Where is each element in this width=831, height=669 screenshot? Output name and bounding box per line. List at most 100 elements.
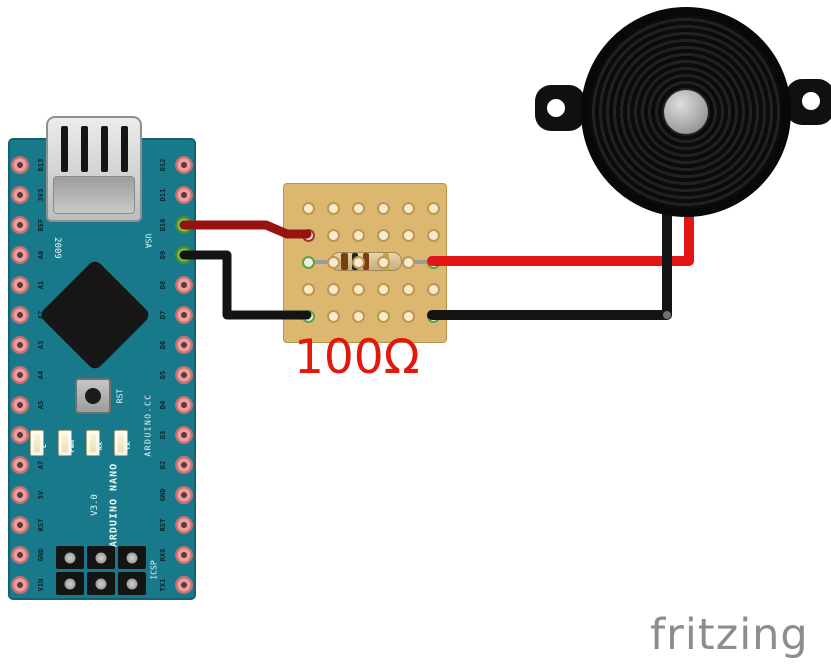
pin-left-D13[interactable]	[11, 156, 29, 174]
pin-right-D8[interactable]	[175, 276, 193, 294]
pin-left-GND[interactable]	[11, 546, 29, 564]
pin-left-A6[interactable]	[11, 426, 29, 444]
perfboard-hole	[301, 309, 315, 323]
usb-contact	[61, 126, 68, 172]
pin-left-A7[interactable]	[11, 456, 29, 474]
pin-left-REF[interactable]	[11, 216, 29, 234]
perfboard-hole	[376, 309, 390, 323]
perfboard-hole	[376, 201, 390, 215]
perfboard-hole	[401, 228, 415, 242]
pin-label-right-D5: D5	[159, 370, 167, 380]
pin-left-A0[interactable]	[11, 246, 29, 264]
perfboard-hole	[426, 282, 440, 296]
pin-right-D10[interactable]	[175, 216, 193, 234]
pin-left-A3[interactable]	[11, 336, 29, 354]
pin-right-D11[interactable]	[175, 186, 193, 204]
wire-red-perfboard-to-buzzer[interactable]	[427, 208, 694, 266]
perfboard-hole	[351, 201, 365, 215]
icsp-pin	[56, 546, 84, 569]
buzzer-center-cap	[664, 90, 708, 134]
pin-left-5V[interactable]	[11, 486, 29, 504]
silkscreen-country: USA	[143, 233, 153, 249]
icsp-pin	[56, 572, 84, 595]
perfboard-hole	[401, 309, 415, 323]
pin-left-A2[interactable]	[11, 306, 29, 324]
wire-joint	[663, 311, 671, 319]
perfboard-hole	[426, 309, 440, 323]
pin-right-D5[interactable]	[175, 366, 193, 384]
led-L	[30, 430, 44, 456]
pin-left-VIN[interactable]	[11, 576, 29, 594]
pin-label-left-GND: GND	[37, 548, 45, 562]
pin-label-right-D2: D2	[159, 460, 167, 470]
pin-left-A1[interactable]	[11, 276, 29, 294]
perfboard-hole	[326, 228, 340, 242]
pin-right-GND[interactable]	[175, 486, 193, 504]
wire-black-perfboard-to-buzzer[interactable]	[427, 208, 672, 320]
buzzer[interactable]	[581, 7, 791, 217]
perfboard-hole	[401, 201, 415, 215]
led-label-PWR: PWR	[68, 439, 76, 453]
pin-label-right-D3: D3	[159, 430, 167, 440]
pin-label-right-D8: D8	[159, 280, 167, 290]
perfboard-hole	[376, 282, 390, 296]
buzzer-mount-tab-right	[786, 79, 831, 125]
pin-right-RST[interactable]	[175, 516, 193, 534]
pin-right-RX0[interactable]	[175, 546, 193, 564]
pin-right-D6[interactable]	[175, 336, 193, 354]
usb-contact	[101, 126, 108, 172]
perfboard[interactable]	[283, 183, 447, 343]
perfboard-hole	[351, 255, 365, 269]
usb-connector	[46, 116, 142, 222]
perfboard-hole	[426, 228, 440, 242]
icsp-pin	[118, 546, 146, 569]
pin-label-right-D12: D12	[159, 158, 167, 172]
reset-button[interactable]	[75, 378, 111, 414]
perfboard-hole	[401, 255, 415, 269]
perfboard-hole	[326, 282, 340, 296]
silkscreen-version: V3.0	[90, 494, 100, 516]
pin-left-A5[interactable]	[11, 396, 29, 414]
silkscreen-icsp-label: ICSP	[149, 560, 159, 580]
perfboard-hole	[326, 255, 340, 269]
icsp-header	[56, 546, 146, 595]
pin-label-right-TX1: TX1	[159, 578, 167, 592]
perfboard-hole	[401, 282, 415, 296]
pin-left-3V3[interactable]	[11, 186, 29, 204]
pin-left-A4[interactable]	[11, 366, 29, 384]
pin-right-D3[interactable]	[175, 426, 193, 444]
perfboard-hole	[376, 228, 390, 242]
pin-label-right-D10: D10	[159, 218, 167, 232]
icsp-pin	[118, 572, 146, 595]
resistor-lead-right	[400, 260, 434, 264]
resistor[interactable]	[330, 252, 402, 271]
perfboard-hole	[326, 201, 340, 215]
perfboard-hole	[351, 228, 365, 242]
silkscreen-year: 2009	[52, 237, 62, 259]
resistor-band	[363, 253, 369, 270]
pin-right-D9[interactable]	[175, 246, 193, 264]
pin-label-right-D6: D6	[159, 340, 167, 350]
pin-label-left-REF: REF	[37, 218, 45, 232]
pin-right-TX1[interactable]	[175, 576, 193, 594]
pin-label-right-D4: D4	[159, 400, 167, 410]
resistor-value-label: 100Ω	[294, 330, 420, 385]
led-TX	[114, 430, 128, 456]
pin-label-left-VIN: VIN	[37, 578, 45, 592]
pin-label-right-RX0: RX0	[159, 548, 167, 562]
resistor-band	[341, 253, 348, 270]
pin-right-D12[interactable]	[175, 156, 193, 174]
pin-label-left-3V3: 3V3	[37, 188, 45, 202]
usb-contact	[121, 126, 128, 172]
pin-label-left-A4: A4	[37, 370, 45, 380]
led-label-L: L	[40, 443, 48, 449]
pin-right-D2[interactable]	[175, 456, 193, 474]
arduino-board[interactable]: 2009 USA RST ARDUINO.CC ARDUINO NANO V3.…	[8, 116, 196, 600]
perfboard-hole	[326, 309, 340, 323]
pin-label-left-D13: D13	[37, 158, 45, 172]
pin-right-D4[interactable]	[175, 396, 193, 414]
pin-right-D7[interactable]	[175, 306, 193, 324]
pin-left-RST[interactable]	[11, 516, 29, 534]
perfboard-hole	[301, 282, 315, 296]
